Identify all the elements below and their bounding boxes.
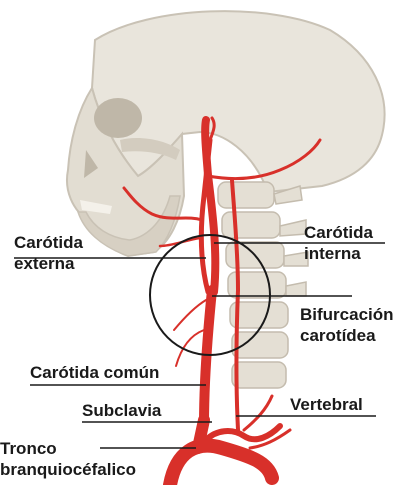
orbit [94, 98, 142, 138]
cervical-spine [218, 182, 308, 388]
label-carotida-interna-line1: Carótida [304, 222, 373, 243]
label-tronco: Tronco branquiocéfalico [0, 438, 136, 480]
label-carotida-externa-line1: Carótida [14, 232, 83, 253]
label-tronco-line2: branquiocéfalico [0, 459, 136, 480]
label-bifurcacion-line1: Bifurcación [300, 304, 394, 325]
neck-branch-right [244, 396, 272, 430]
subclavian-artery [206, 426, 280, 440]
label-vertebral: Vertebral [290, 394, 363, 415]
aortic-arch [170, 446, 272, 485]
common-carotid [204, 290, 212, 424]
label-subclavia: Subclavia [82, 400, 161, 421]
label-bifurcacion-line2: carotídea [300, 325, 394, 346]
label-carotida-externa: Carótida externa [14, 232, 83, 274]
label-carotida-interna: Carótida interna [304, 222, 373, 264]
cranium [92, 11, 385, 192]
label-carotida-comun: Carótida común [30, 362, 159, 383]
label-tronco-line1: Tronco [0, 438, 136, 459]
label-bifurcacion: Bifurcación carotídea [300, 304, 394, 346]
label-carotida-externa-line2: externa [14, 253, 83, 274]
thyroid-branch [174, 300, 206, 330]
label-carotida-interna-line2: interna [304, 243, 373, 264]
